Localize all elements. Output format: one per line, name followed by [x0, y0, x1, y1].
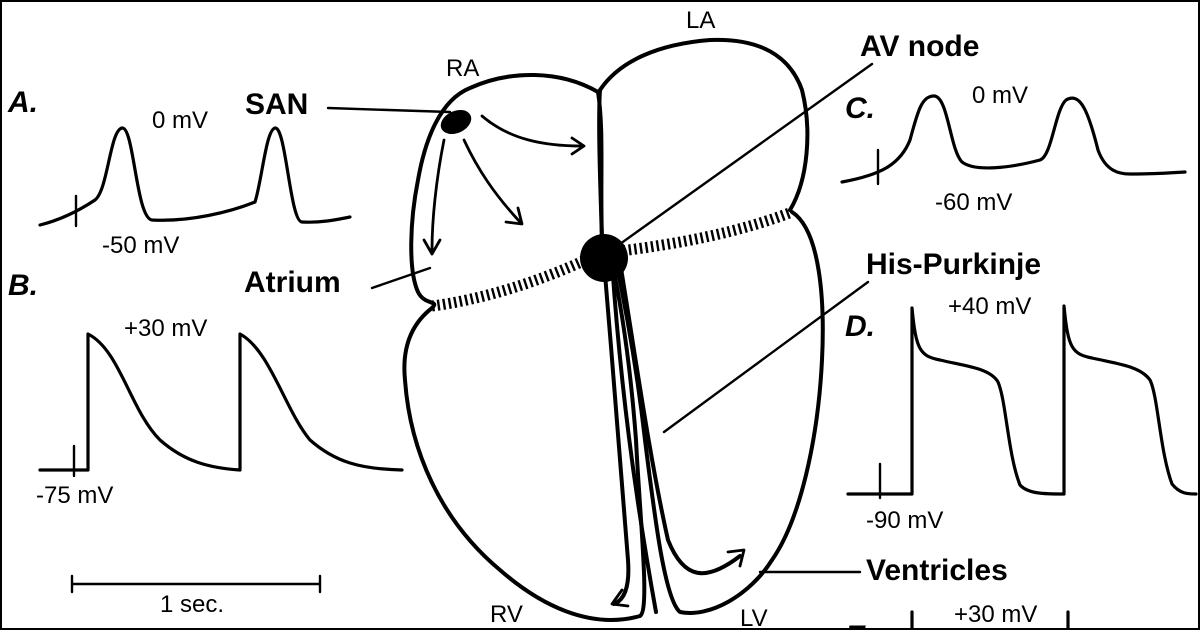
panel-c-top-label: 0 mV [972, 82, 1028, 109]
bundle-branch-center [610, 260, 658, 614]
callout-atrium: Atrium [244, 266, 341, 299]
callout-atrium-leader [370, 266, 432, 290]
callout-av-node-leader [604, 62, 874, 256]
scale-bar-label: 1 sec. [160, 591, 224, 618]
conduction-arrow-toward-septum-head [504, 206, 524, 226]
panel-a-trace [38, 126, 352, 227]
panel-a-bottom-label: -50 mV [102, 232, 179, 259]
scale-bar: 1 sec. [70, 574, 322, 618]
panel-c: C. 0 mV -60 mV [840, 82, 1187, 216]
panel-d-bottom-label: -90 mV [866, 507, 943, 534]
callout-san: SAN [245, 88, 308, 121]
left-ventricle-arrowhead [726, 548, 746, 568]
panel-c-trace [840, 94, 1187, 184]
left-ventricle-wall [614, 210, 825, 615]
conduction-arrow-to-left-atrium-head [570, 136, 586, 156]
panel-d: D. +40 mV -90 mV [845, 293, 1198, 534]
conduction-arrow-down-atrium-head [422, 238, 442, 256]
panel-c-bottom-label: -60 mV [935, 189, 1012, 216]
panel-e: E. +30 mV [845, 601, 1070, 630]
panel-b-top-label: +30 mV [124, 315, 207, 342]
conduction-arrow-down-atrium [430, 138, 446, 252]
left-av-ring [611, 206, 794, 258]
callouts: SAN AV node Atrium His-Purkinje Ventricl… [244, 30, 1041, 587]
callout-san-leader [326, 106, 452, 114]
panel-b-bottom-label: -75 mV [36, 482, 113, 509]
panel-b: B. +30 mV -75 mV [8, 269, 404, 509]
panel-b-trace [38, 332, 404, 472]
panel-a: A. 0 mV -50 mV [7, 86, 352, 259]
heart: RA LA RV LV [402, 7, 825, 630]
av-node [580, 234, 628, 282]
callout-ventricles: Ventricles [866, 554, 1008, 587]
left-atrium-wall [597, 37, 810, 242]
label-ra: RA [446, 55, 479, 82]
label-rv: RV [490, 601, 523, 628]
callout-his-purkinje: His-Purkinje [866, 248, 1041, 281]
panel-a-top-label: 0 mV [152, 107, 208, 134]
conduction-arrow-toward-septum [462, 138, 522, 224]
right-ventricle-arrowhead [610, 588, 630, 608]
bundle-branch-right [602, 260, 631, 606]
label-lv: LV [740, 605, 768, 630]
panel-e-letter: E. [845, 620, 873, 630]
panel-d-top-label: +40 mV [948, 293, 1031, 320]
right-ventricle-wall [402, 260, 647, 622]
right-av-ring [431, 251, 597, 312]
callout-av-node: AV node [860, 30, 979, 63]
panel-c-letter: C. [845, 92, 875, 125]
panel-b-letter: B. [8, 269, 38, 302]
conduction-arrow-to-left-atrium [480, 114, 584, 148]
label-la: LA [686, 7, 715, 34]
panel-e-top-label: +30 mV [954, 601, 1037, 628]
callout-his-purkinje-leader [662, 280, 870, 434]
panel-d-letter: D. [845, 310, 875, 343]
panel-a-letter: A. [7, 86, 38, 119]
bundle-branch-left [618, 260, 742, 576]
sa-node [440, 109, 472, 135]
panel-d-trace [846, 304, 1198, 496]
right-atrium-wall [409, 73, 600, 310]
